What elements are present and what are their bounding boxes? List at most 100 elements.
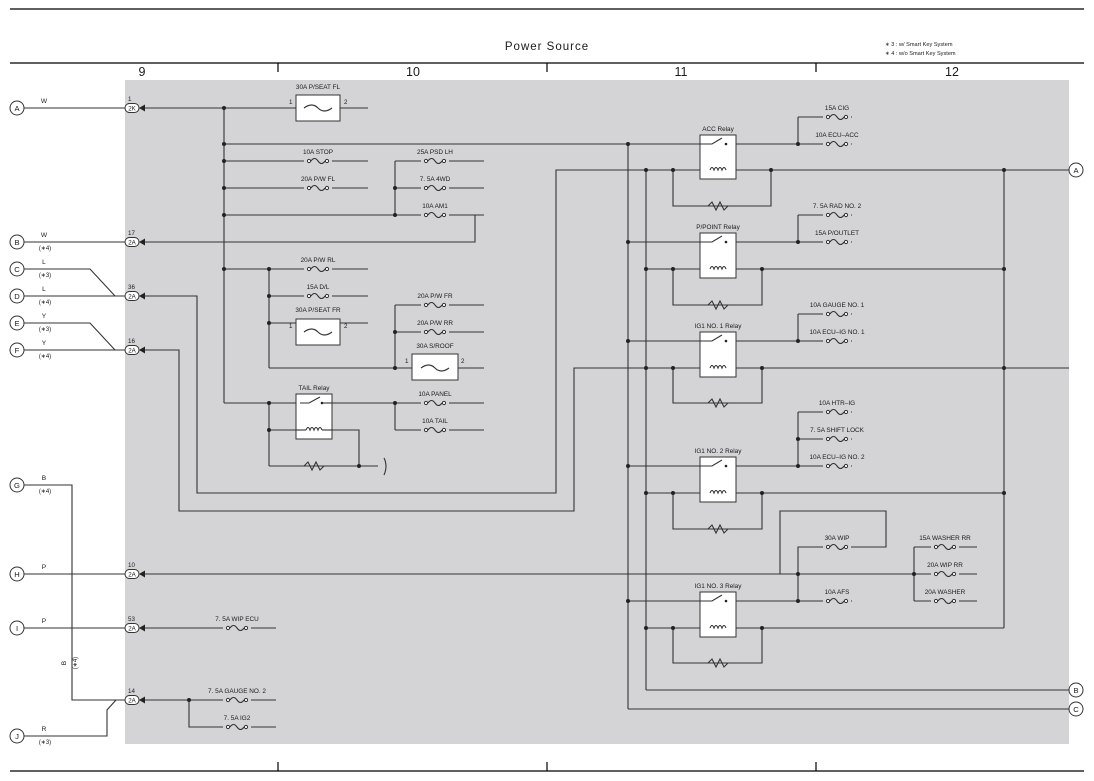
svg-text:15A D/L: 15A D/L [307,284,330,291]
resistors [303,200,729,669]
svg-text:A: A [14,104,20,113]
svg-text:1: 1 [128,96,132,103]
fuse-pw-fl: 20A P/W FL [301,176,336,192]
svg-text:(∗4): (∗4) [73,657,79,669]
fuse-am1: 10A AM1 [421,203,449,219]
fuse-pseat-fl: 30A P/SEAT FL 1 2 [289,84,348,122]
fuse-wip: 30A WIP [823,535,851,551]
left-connector-E: E Y (∗3) [9,313,51,333]
fuse-gauge2: 7. 5A GAUGE NO. 2 [208,688,266,704]
fuse-tail: 10A TAIL [421,418,449,434]
svg-text:10A STOP: 10A STOP [303,149,333,156]
fuse-washer-rr: 15A WASHER RR [919,535,971,551]
left-connector-I: IP [9,618,47,636]
svg-text:R: R [42,726,47,733]
svg-text:ACC Relay: ACC Relay [702,126,734,133]
fuse-psd-lh: 25A PSD LH [417,149,453,165]
svg-text:1: 1 [289,99,293,106]
svg-text:2: 2 [344,99,348,106]
svg-text:10A ECU–IG NO. 1: 10A ECU–IG NO. 1 [809,329,864,336]
svg-text:20A P/W FR: 20A P/W FR [417,293,453,300]
svg-text:30A P/SEAT FL: 30A P/SEAT FL [296,84,341,91]
svg-text:10A ECU–IG NO. 2: 10A ECU–IG NO. 2 [809,454,864,461]
svg-text:10A AFS: 10A AFS [825,589,850,596]
svg-text:I: I [16,624,18,633]
svg-text:20A P/W FL: 20A P/W FL [301,176,336,183]
svg-text:IG1 NO. 1 Relay: IG1 NO. 1 Relay [695,323,743,330]
fuse-ecu-ig2: 10A ECU–IG NO. 2 [809,454,865,470]
fuse-stop: 10A STOP [303,149,333,165]
fuse-sroof: 30A S/ROOF 1 2 [405,343,465,381]
svg-text:TAIL Relay: TAIL Relay [299,385,331,392]
svg-text:7. 5A WIP ECU: 7. 5A WIP ECU [215,616,259,623]
svg-text:10: 10 [128,562,135,569]
svg-text:14: 14 [128,688,135,695]
svg-text:E: E [14,319,19,328]
svg-text:7. 5A SHIFT LOCK: 7. 5A SHIFT LOCK [810,427,865,434]
svg-text:10A AM1: 10A AM1 [422,203,448,210]
svg-text:7. 5A 4WD: 7. 5A 4WD [420,176,451,183]
junction-dots [187,106,1006,702]
left-connector-C: CL(∗3) [9,259,51,279]
svg-text:20A WASHER: 20A WASHER [925,589,966,596]
fuse-ecu-ig1: 10A ECU–IG NO. 1 [809,329,865,345]
svg-text:(∗4): (∗4) [39,300,51,306]
svg-text:17: 17 [128,230,135,237]
svg-text:A: A [1073,166,1079,175]
svg-text:36: 36 [128,284,135,291]
ppoint-relay: P/POINT Relay [696,224,741,279]
fuse-panel: 10A PANEL [418,391,452,407]
svg-text:10A GAUGE NO. 1: 10A GAUGE NO. 1 [810,302,865,309]
svg-text:F: F [15,346,20,355]
svg-text:W: W [41,232,48,239]
svg-text:15A WASHER RR: 15A WASHER RR [919,535,971,542]
svg-text:2A: 2A [128,347,136,354]
svg-text:30A P/SEAT FR: 30A P/SEAT FR [295,307,341,314]
svg-text:L: L [42,286,46,293]
tail-relay: TAIL Relay [295,385,333,440]
svg-text:D: D [14,292,20,301]
svg-text:P/POINT Relay: P/POINT Relay [696,224,740,231]
left-connector-B: BW(∗4) [9,232,51,252]
junction-block-area [125,80,1069,744]
svg-text:Y: Y [42,313,47,320]
fuse-gauge1: 10A GAUGE NO. 1 [810,302,865,318]
left-connector-H: HP [9,564,47,582]
svg-text:H: H [14,570,19,579]
ig1-no1-relay: IG1 NO. 1 Relay [695,323,743,378]
fuse-wip-ecu: 7. 5A WIP ECU [215,616,259,632]
svg-text:2A: 2A [128,697,136,704]
fuse-shift-lock: 7. 5A SHIFT LOCK [810,427,865,443]
svg-text:(∗3): (∗3) [39,327,51,333]
svg-text:30A WIP: 30A WIP [825,535,850,542]
svg-text:Y: Y [42,340,47,347]
legend-note-3: ∗ 3 : w/ Smart Key System [885,42,953,48]
fuse-afs: 10A AFS [823,589,851,605]
svg-text:B: B [14,238,19,247]
svg-text:2A: 2A [128,239,136,246]
svg-text:7. 5A IG2: 7. 5A IG2 [224,715,251,722]
svg-text:7. 5A GAUGE NO. 2: 7. 5A GAUGE NO. 2 [208,688,266,695]
svg-text:2K: 2K [128,105,136,112]
fuse-4wd: 7. 5A 4WD [420,176,451,192]
fuse-cig: 15A CIG [823,105,851,121]
svg-text:15A P/OUTLET: 15A P/OUTLET [815,230,859,237]
svg-text:15A CIG: 15A CIG [825,105,849,112]
fuse-pw-rl: 20A P/W RL [301,257,336,273]
column-number-11: 11 [675,65,688,79]
svg-text:C: C [1073,705,1079,714]
fuse-p-outlet: 15A P/OUTLET [815,230,859,246]
svg-text:2A: 2A [128,571,136,578]
svg-text:2A: 2A [128,293,136,300]
fuse-pseat-fr: 30A P/SEAT FR 1 2 [289,307,348,346]
svg-text:P: P [42,618,47,625]
svg-text:G: G [14,481,20,490]
svg-text:1: 1 [289,323,293,330]
ig1-no2-relay: IG1 NO. 2 Relay [695,448,742,503]
page-title: Power Source [505,41,589,53]
